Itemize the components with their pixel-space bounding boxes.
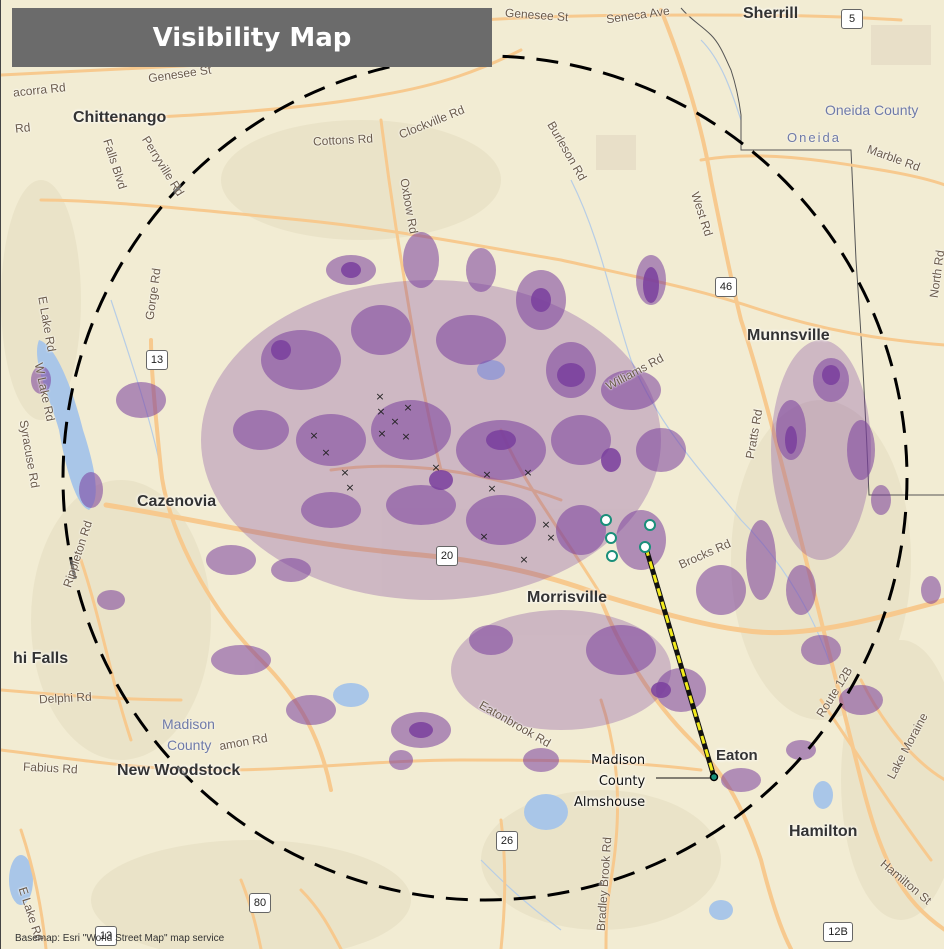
- road-label: Fabius Rd: [22, 759, 79, 777]
- x-marker: ×: [401, 430, 410, 443]
- x-marker: ×: [340, 466, 349, 479]
- x-marker: ×: [519, 553, 528, 566]
- town-label: Cazenovia: [137, 493, 217, 510]
- observation-point: [606, 550, 618, 562]
- town-label: Sherrill: [743, 5, 799, 22]
- almshouse-label-line: Almshouse: [574, 795, 646, 810]
- route-shield: 26: [496, 831, 518, 851]
- county-label: Oneida: [787, 130, 841, 145]
- county-label: Oneida County: [825, 102, 919, 118]
- almshouse-label-line: County: [598, 774, 646, 789]
- x-marker: ×: [479, 530, 488, 543]
- almshouse-label-line: Madison: [591, 753, 646, 768]
- sightline: [643, 547, 717, 778]
- road-label: Delphi Rd: [38, 689, 93, 707]
- x-marker: ×: [375, 390, 384, 403]
- county-label: County: [167, 737, 212, 753]
- county-boundary: [680, 7, 944, 496]
- observation-point: [605, 532, 617, 544]
- map-title: Visibility Map: [12, 8, 492, 67]
- town-label: Morrisville: [527, 589, 608, 606]
- route-shield: 20: [436, 546, 458, 566]
- x-marker: ×: [390, 415, 399, 428]
- x-marker: ×: [546, 531, 555, 544]
- urban-areas: [596, 25, 931, 170]
- town-label: New Woodstock: [117, 762, 241, 779]
- route-shield: 13: [95, 926, 117, 946]
- x-marker: ×: [403, 401, 412, 414]
- x-marker: ×: [482, 468, 491, 481]
- town-label: Chittenango: [73, 109, 167, 126]
- x-marker: ×: [487, 482, 496, 495]
- route-shield: 80: [249, 893, 271, 913]
- route-shield: 13: [146, 350, 168, 370]
- observation-point: [644, 519, 656, 531]
- county-label: Madison: [162, 716, 215, 732]
- town-label: hi Falls: [13, 650, 69, 667]
- route-shield: 46: [715, 277, 737, 297]
- x-marker: ×: [523, 466, 532, 479]
- basemap-credit: Basemap: Esri "World Street Map" map ser…: [15, 933, 225, 944]
- route-shield: 5: [841, 9, 863, 29]
- viewshed-layer: [31, 232, 941, 792]
- town-label: Eaton: [716, 747, 758, 764]
- town-label: Hamilton: [789, 823, 858, 840]
- town-label: Munnsville: [747, 327, 830, 344]
- x-marker: ×: [345, 481, 354, 494]
- x-markers: × × × × × × × × × × × × × × × × × ×: [309, 390, 555, 566]
- x-marker: ×: [309, 429, 318, 442]
- road-label: Cottons Rd: [312, 131, 374, 149]
- x-marker: ×: [541, 518, 550, 531]
- observation-point: [600, 514, 612, 526]
- almshouse-site-marker: [709, 772, 719, 782]
- x-marker: ×: [376, 405, 385, 418]
- route-shield: 12B: [823, 922, 853, 942]
- x-marker: ×: [377, 427, 386, 440]
- observation-point: [639, 541, 651, 553]
- road-label: Rd: [14, 120, 32, 136]
- x-marker: ×: [431, 461, 440, 474]
- observation-points: [600, 514, 656, 562]
- almshouse-label: Madison County Almshouse: [574, 750, 645, 813]
- x-marker: ×: [321, 446, 330, 459]
